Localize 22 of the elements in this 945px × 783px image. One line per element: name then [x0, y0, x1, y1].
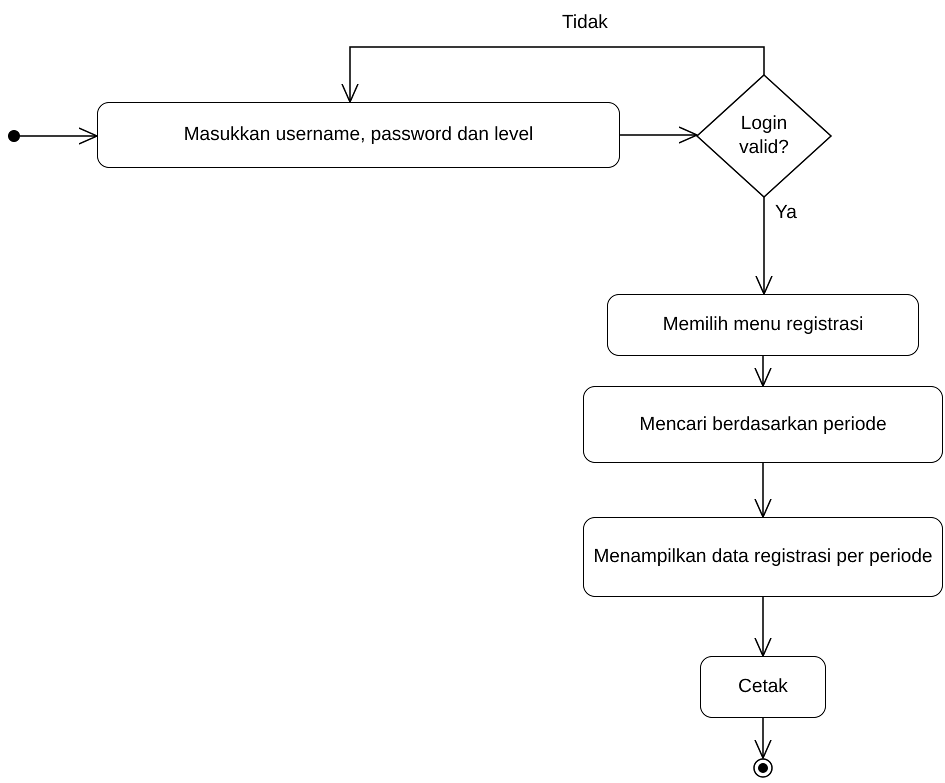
activity-box	[583, 386, 943, 463]
arrow	[754, 597, 772, 657]
arrow	[754, 718, 772, 759]
arrow	[20, 127, 98, 145]
end-node	[753, 758, 773, 778]
node-text: Login valid?	[738, 112, 790, 160]
start-node	[8, 130, 20, 142]
activity-box	[97, 102, 620, 168]
node-text: Menampilkan data registrasi per periode	[593, 545, 932, 569]
arrow	[755, 197, 773, 295]
node-text: Mencari berdasarkan periode	[639, 412, 887, 436]
activity-box	[700, 656, 826, 718]
node-text: Masukkan username, password dan level	[184, 123, 534, 147]
node-text: Memilih menu registrasi	[662, 313, 864, 337]
node-text: Cetak	[738, 675, 788, 699]
arrow	[754, 356, 772, 387]
arrow	[620, 126, 698, 144]
arrow	[341, 46, 765, 103]
activity-box	[607, 294, 919, 356]
decision-diamond	[697, 75, 831, 197]
arrow	[754, 463, 772, 518]
activity-box	[583, 517, 943, 597]
